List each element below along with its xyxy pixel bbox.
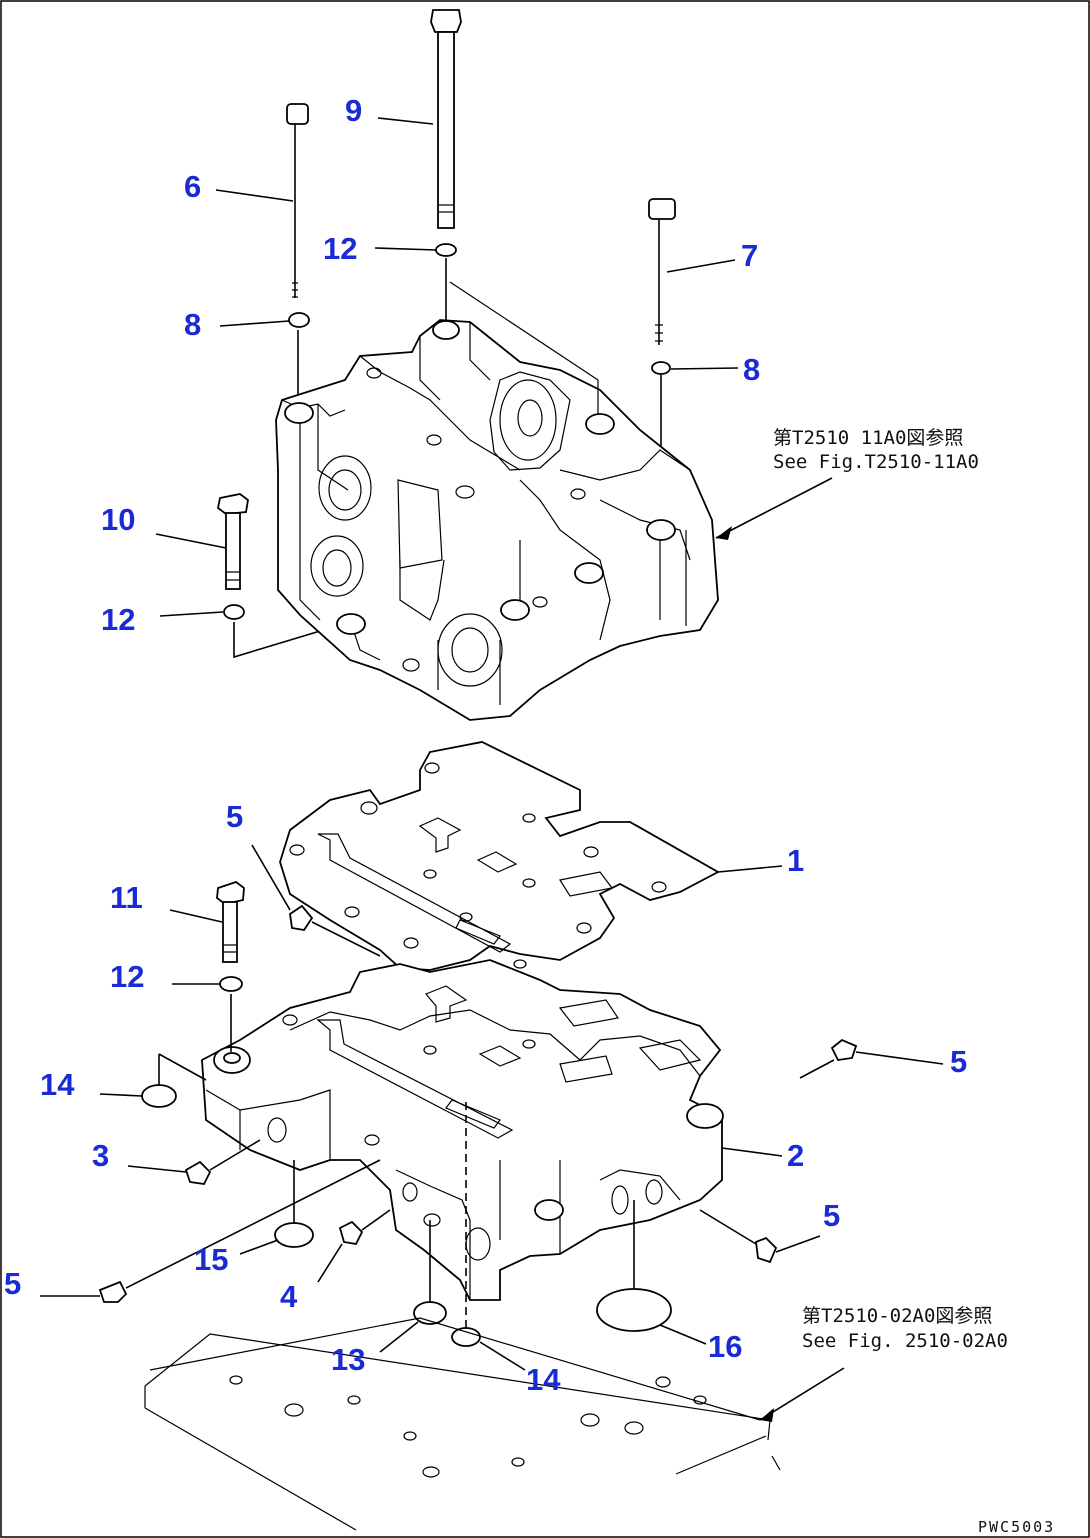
callout-8-right: 8: [743, 352, 760, 387]
callout-5-left: 5: [4, 1266, 21, 1301]
callout-3: 3: [92, 1138, 109, 1173]
callout-13: 13: [331, 1342, 365, 1377]
plate-1-drawing: [279, 741, 783, 971]
callout-8-left: 8: [184, 307, 201, 342]
callout-5-right-upper: 5: [950, 1044, 967, 1079]
oring-15-drawing: [274, 1222, 314, 1248]
callout-12-left: 12: [101, 602, 135, 637]
reference-lower-jp: 第T2510-02A0図参照: [802, 1305, 992, 1327]
callout-5-upper: 5: [226, 799, 243, 834]
callout-14-left: 14: [40, 1067, 75, 1102]
washer-8-left-drawing: [288, 312, 310, 328]
leader-lines: [155, 117, 845, 1422]
plug-5-left-drawing: [40, 1159, 381, 1303]
callout-12-top: 12: [323, 231, 357, 266]
transmission-case-drawing: [144, 1317, 781, 1531]
bolt-6-drawing: [286, 103, 309, 405]
oring-14-left-drawing: [141, 1084, 177, 1108]
reference-upper-jp: 第T2510 11A0図参照: [773, 427, 963, 449]
callout-15: 15: [194, 1242, 228, 1277]
plug-5-right-upper-drawing: [799, 1038, 944, 1079]
plug-5-upper-drawing: [251, 844, 381, 957]
lower-valve-body-2-drawing: [201, 959, 783, 1301]
plug-3-drawing: [127, 1139, 261, 1185]
bolt-11-drawing: [216, 880, 245, 1052]
callout-6: 6: [184, 169, 201, 204]
washer-8-right-drawing: [651, 361, 671, 375]
callout-5-right-lower: 5: [823, 1198, 840, 1233]
oring-14-lower-drawing: [451, 1327, 481, 1347]
reference-lower-en: See Fig. 2510-02A0: [802, 1330, 1008, 1352]
washer-12-left-drawing: [223, 604, 245, 620]
reference-upper-en: See Fig.T2510-11A0: [773, 451, 979, 473]
upper-valve-body-drawing: [275, 281, 719, 721]
callout-14-lower: 14: [526, 1362, 561, 1397]
callout-11: 11: [110, 880, 143, 915]
callout-9: 9: [345, 93, 362, 128]
callout-4: 4: [280, 1279, 298, 1314]
bolt-9-drawing: [430, 9, 462, 328]
callout-2: 2: [787, 1138, 804, 1173]
callout-10: 10: [101, 502, 135, 537]
drawing-code: PWC5003: [978, 1518, 1055, 1536]
callout-12-lower: 12: [110, 959, 144, 994]
bolt-10-drawing: [217, 493, 249, 590]
callout-16: 16: [708, 1329, 742, 1364]
washer-12-top-drawing: [435, 243, 457, 257]
oring-16-drawing: [596, 1288, 672, 1332]
plug-4-drawing: [317, 1209, 391, 1283]
callout-7: 7: [741, 238, 758, 273]
washer-12-lower-drawing: [219, 976, 243, 992]
callout-1: 1: [787, 843, 804, 878]
plug-5-right-lower-drawing: [699, 1209, 821, 1264]
